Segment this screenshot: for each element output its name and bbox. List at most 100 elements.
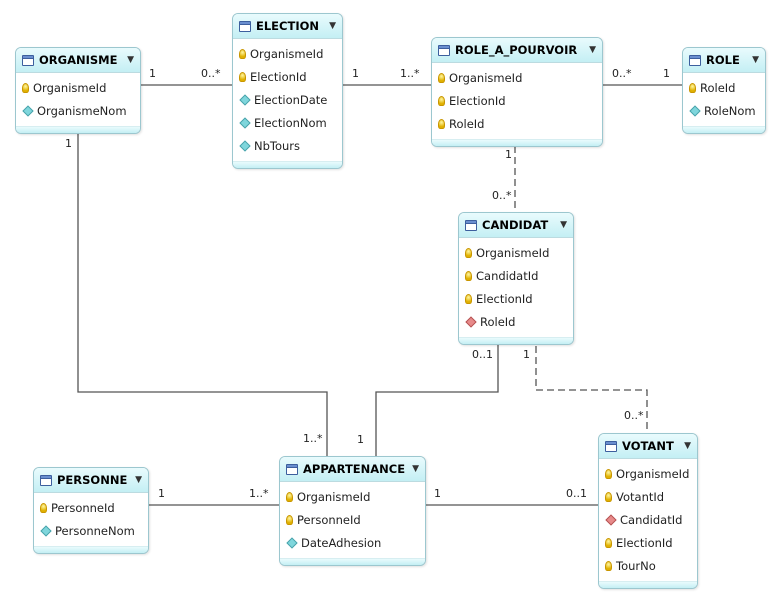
key-icon	[286, 491, 293, 502]
entity-footer	[459, 337, 573, 344]
attribute-name: DateAdhesion	[301, 535, 382, 550]
attribute-name: NbTours	[254, 138, 301, 153]
key-icon	[605, 537, 612, 548]
entity-footer	[16, 126, 140, 133]
entity-appartenance[interactable]: APPARTENANCE ▼ OrganismeId PersonneId Da…	[279, 456, 426, 566]
attribute[interactable]: ElectionId	[599, 531, 697, 554]
entity-election[interactable]: ELECTION ▼ OrganismeId ElectionId Electi…	[232, 13, 343, 169]
entity-title: VOTANT	[622, 439, 674, 453]
attribute-name: RoleId	[449, 116, 485, 131]
attribute[interactable]: OrganismeId	[599, 462, 697, 485]
chevron-down-icon[interactable]: ▼	[684, 441, 691, 451]
entity-organisme[interactable]: ORGANISME ▼ OrganismeId OrganismeNom	[15, 47, 141, 134]
attribute[interactable]: TourNo	[599, 554, 697, 577]
relation-candidat-votant[interactable]	[535, 335, 648, 433]
diamond-icon	[22, 104, 34, 117]
table-icon	[239, 20, 251, 32]
attribute[interactable]: ElectionId	[233, 65, 342, 88]
table-icon	[286, 463, 298, 475]
attribute[interactable]: PersonneNom	[34, 519, 148, 542]
entity-title: PERSONNE	[57, 473, 128, 487]
entity-header[interactable]: PERSONNE ▼	[34, 468, 148, 493]
entity-header[interactable]: CANDIDAT ▼	[459, 213, 573, 238]
entity-personne[interactable]: PERSONNE ▼ PersonneId PersonneNom	[33, 467, 149, 554]
entity-role[interactable]: ROLE ▼ RoleId RoleNom	[682, 47, 766, 134]
cardinality-label: 1	[505, 148, 512, 161]
cardinality-label: 1	[434, 487, 441, 500]
attribute-name: CandidatId	[620, 512, 683, 527]
entity-title: APPARTENANCE	[303, 462, 406, 476]
relation-candidat-appartenance[interactable]	[375, 335, 499, 456]
entity-header[interactable]: ORGANISME ▼	[16, 48, 140, 73]
chevron-down-icon[interactable]: ▼	[560, 220, 567, 230]
attribute-name: PersonneNom	[55, 523, 135, 538]
relation-organisme-appartenance[interactable]	[77, 124, 328, 456]
diamond-icon	[239, 139, 251, 152]
entity-header[interactable]: ROLE_A_POURVOIR ▼	[432, 38, 602, 63]
cardinality-label: 1	[158, 487, 165, 500]
chevron-down-icon[interactable]: ▼	[752, 55, 759, 65]
chevron-down-icon[interactable]: ▼	[329, 21, 336, 31]
entity-title: ROLE_A_POURVOIR	[455, 43, 578, 57]
attribute-name: RoleId	[700, 80, 736, 95]
attribute[interactable]: OrganismeId	[459, 241, 573, 264]
key-icon	[239, 71, 246, 82]
diamond-icon	[40, 524, 52, 537]
key-icon	[465, 293, 472, 304]
entity-header[interactable]: ROLE ▼	[683, 48, 765, 73]
attribute[interactable]: PersonneId	[280, 508, 425, 531]
attribute[interactable]: OrganismeNom	[16, 99, 140, 122]
attribute[interactable]: NbTours	[233, 134, 342, 157]
attribute[interactable]: PersonneId	[34, 496, 148, 519]
attribute[interactable]: CandidatId	[459, 264, 573, 287]
chevron-down-icon[interactable]: ▼	[412, 464, 419, 474]
attribute-name: ElectionId	[250, 69, 307, 84]
attribute[interactable]: ElectionId	[459, 287, 573, 310]
attribute[interactable]: ElectionDate	[233, 88, 342, 111]
attribute-name: OrganismeId	[449, 70, 523, 85]
table-icon	[22, 54, 34, 66]
entity-header[interactable]: APPARTENANCE ▼	[280, 457, 425, 482]
cardinality-label: 0..*	[612, 67, 632, 80]
attribute-name: VotantId	[616, 489, 665, 504]
attribute[interactable]: RoleId	[459, 310, 573, 333]
entity-footer	[280, 558, 425, 565]
diamond-icon	[239, 93, 251, 106]
entity-header[interactable]: ELECTION ▼	[233, 14, 342, 39]
attribute[interactable]: ElectionNom	[233, 111, 342, 134]
key-icon	[689, 82, 696, 93]
entity-votant[interactable]: VOTANT ▼ OrganismeId VotantId CandidatId…	[598, 433, 698, 589]
attribute[interactable]: VotantId	[599, 485, 697, 508]
attribute[interactable]: RoleId	[683, 76, 765, 99]
entity-header[interactable]: VOTANT ▼	[599, 434, 697, 459]
attribute[interactable]: DateAdhesion	[280, 531, 425, 554]
attribute[interactable]: CandidatId	[599, 508, 697, 531]
attribute[interactable]: ElectionId	[432, 89, 602, 112]
entity-title: ROLE	[706, 53, 740, 67]
cardinality-label: 0..*	[492, 189, 512, 202]
entity-role-a-pourvoir[interactable]: ROLE_A_POURVOIR ▼ OrganismeId ElectionId…	[431, 37, 603, 147]
key-icon	[438, 72, 445, 83]
entity-footer	[432, 139, 602, 146]
chevron-down-icon[interactable]: ▼	[127, 55, 134, 65]
key-icon	[40, 502, 47, 513]
attribute[interactable]: RoleNom	[683, 99, 765, 122]
attribute[interactable]: OrganismeId	[280, 485, 425, 508]
attribute-name: ElectionDate	[254, 92, 328, 107]
attribute-name: PersonneId	[51, 500, 115, 515]
cardinality-label: 0..*	[201, 67, 221, 80]
fk-diamond-icon	[465, 315, 477, 328]
attribute[interactable]: OrganismeId	[233, 42, 342, 65]
key-icon	[438, 95, 445, 106]
chevron-down-icon[interactable]: ▼	[589, 45, 596, 55]
attribute[interactable]: RoleId	[432, 112, 602, 135]
attribute[interactable]: OrganismeId	[16, 76, 140, 99]
cardinality-label: 0..1	[472, 348, 493, 361]
entity-candidat[interactable]: CANDIDAT ▼ OrganismeId CandidatId Electi…	[458, 212, 574, 345]
chevron-down-icon[interactable]: ▼	[135, 475, 142, 485]
key-icon	[22, 82, 29, 93]
attribute[interactable]: OrganismeId	[432, 66, 602, 89]
table-icon	[689, 54, 701, 66]
attribute-name: RoleNom	[704, 103, 756, 118]
